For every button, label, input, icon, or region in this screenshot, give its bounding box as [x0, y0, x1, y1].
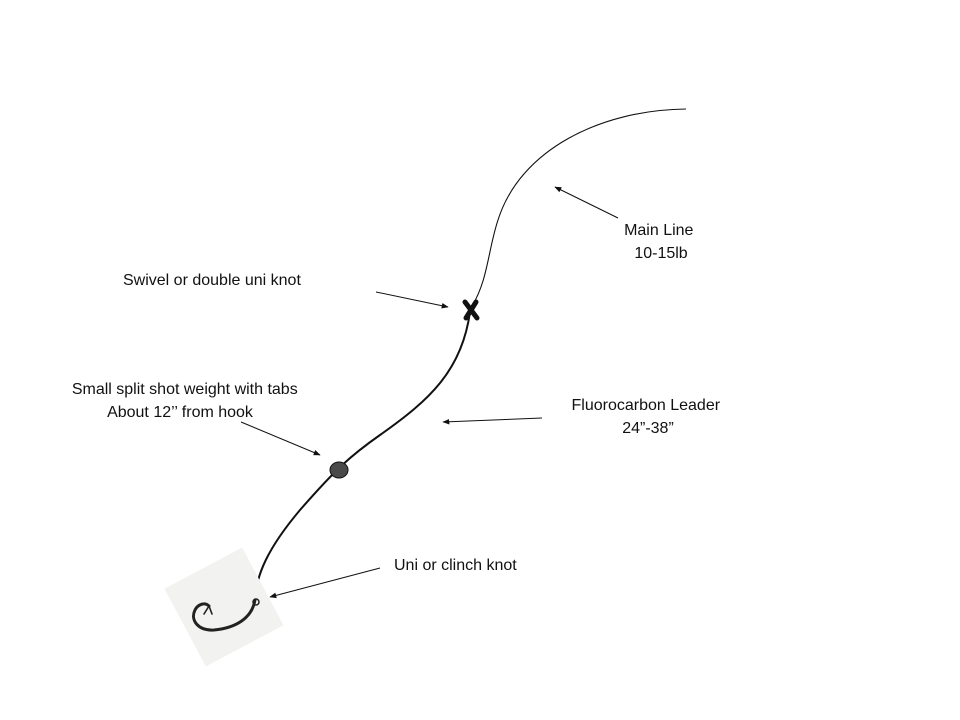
knot-label: Uni or clinch knot — [394, 557, 517, 574]
leader-arrow — [442, 417, 543, 425]
swivel-icon — [462, 299, 480, 321]
leader-label-line1: Fluorocarbon Leader — [572, 397, 721, 414]
knot-label-line1: Uni or clinch knot — [394, 557, 517, 574]
swivel-label-line1: Swivel or double uni knot — [123, 272, 301, 289]
leader-label: Fluorocarbon Leader 24”-38” — [572, 397, 725, 437]
hook-background — [164, 547, 284, 667]
knot-arrow — [269, 567, 381, 599]
main-line-label-line2: 10-15lb — [634, 245, 687, 262]
split-shot-label-line2: About 12’’ from hook — [107, 404, 254, 421]
main-line-label: Main Line 10-15lb — [624, 222, 698, 262]
main-line-arrow — [554, 186, 619, 219]
swivel-label: Swivel or double uni knot — [123, 272, 301, 289]
split-shot-label-line1: Small split shot weight with tabs — [72, 381, 298, 398]
split-shot-arrow — [240, 421, 321, 456]
main-line — [471, 108, 687, 307]
split-shot-icon — [329, 461, 349, 479]
leader-label-line2: 24”-38” — [622, 420, 674, 437]
main-line-label-line1: Main Line — [624, 222, 693, 239]
hook-icon — [192, 598, 260, 632]
split-shot-label: Small split shot weight with tabs About … — [72, 381, 302, 421]
swivel-arrow — [375, 291, 449, 309]
fluorocarbon-leader — [254, 311, 471, 601]
